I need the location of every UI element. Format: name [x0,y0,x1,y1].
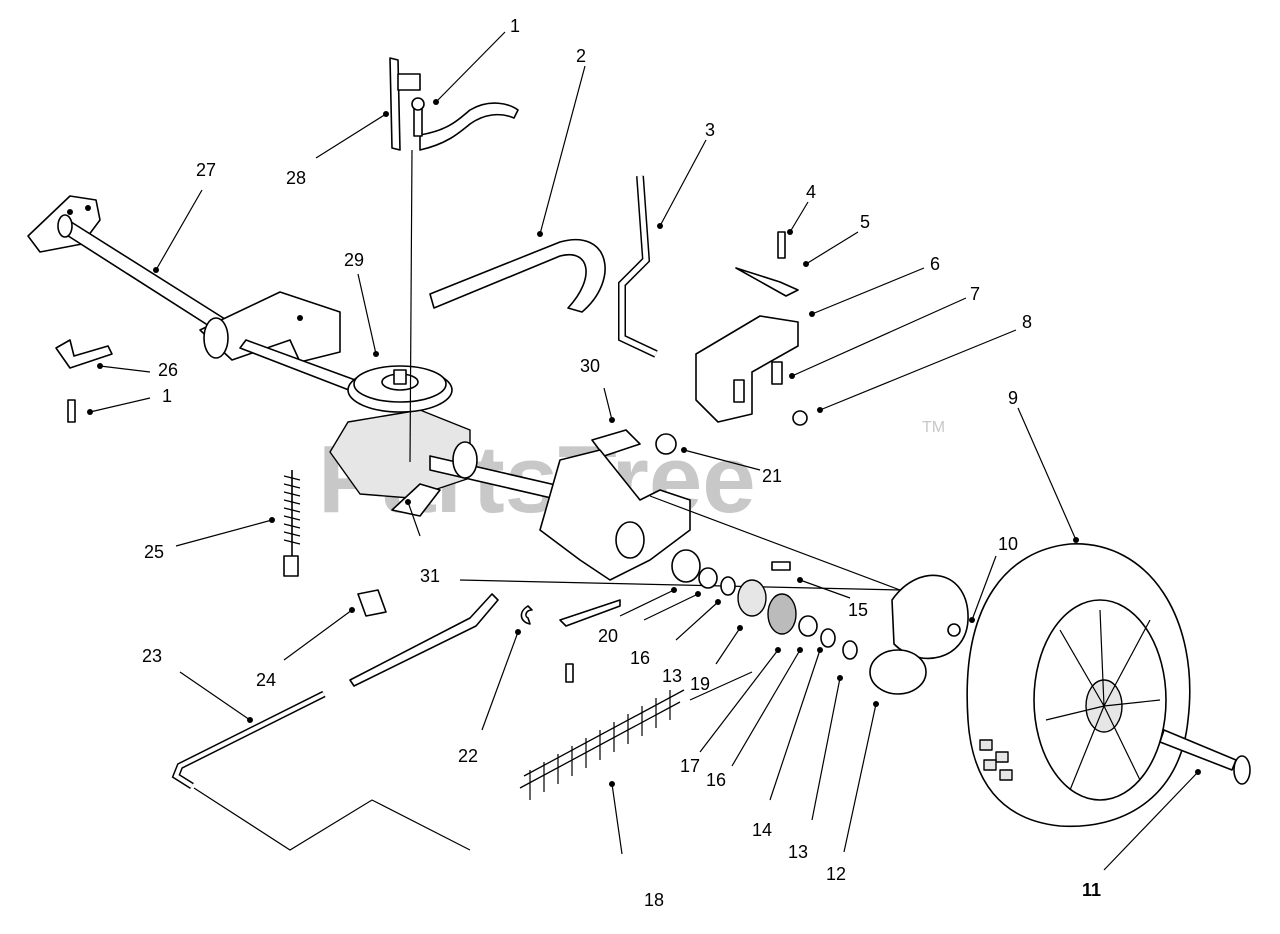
part-9-wheel [966,543,1191,828]
callout-1-top: 1 [510,16,520,36]
callout-17: 17 [680,756,700,776]
callout-2: 2 [576,46,586,66]
callout-21: 21 [762,466,782,486]
callout-1-left: 1 [162,386,172,406]
callout-23: 23 [142,646,162,666]
callout-26: 26 [158,360,178,380]
callout-8: 8 [1022,312,1032,332]
callout-15: 15 [848,600,868,620]
watermark-trademark: TM [922,419,945,436]
callout-9: 9 [1008,388,1018,408]
callout-29: 29 [344,250,364,270]
part-27-axle-rod [27,195,237,339]
callout-14: 14 [752,820,772,840]
callout-6: 6 [930,254,940,274]
callout-13-lower: 13 [788,842,808,862]
callout-16-lower: 16 [706,770,726,790]
part-29-gearbox-pulley [239,339,561,501]
part-2-drive-belt [429,239,606,313]
part-10-12-hubcap [869,574,969,695]
callout-25: 25 [144,542,164,562]
part-28-shift-lever [389,57,519,463]
part-25-spring [283,470,301,577]
callout-4: 4 [806,182,816,202]
part-24-23-22-18 [171,589,753,851]
callout-20: 20 [598,626,618,646]
callout-31: 31 [420,566,440,586]
callout-24: 24 [256,670,276,690]
callout-5: 5 [860,212,870,232]
callout-12: 12 [826,864,846,884]
part-4-5-screw-clip [735,231,799,297]
part-7-8-bolt-washer [771,361,808,426]
callout-18: 18 [644,890,664,910]
part-11-axle-bolt [1159,729,1251,785]
callout-22: 22 [458,746,478,766]
part-axle-bracket [199,291,341,363]
callout-30: 30 [580,356,600,376]
callout-13-upper: 13 [662,666,682,686]
leader-lines [87,31,1201,871]
callout-7: 7 [970,284,980,304]
callout-19: 19 [690,674,710,694]
part-3-control-rod [618,175,658,358]
callout-16-upper: 16 [630,648,650,668]
callout-11: 11 [1082,880,1101,900]
callout-27: 27 [196,160,216,180]
part-washers-gears [671,549,858,660]
part-31-shift-fork [391,483,441,517]
part-6-bracket [695,315,799,423]
part-26-bracket [55,339,113,423]
callout-28: 28 [286,168,306,188]
part-30-block [591,429,677,457]
part-housing-plate [459,449,901,591]
callout-labels: 1 2 3 4 5 6 7 8 9 10 11 12 13 13 14 15 1… [142,16,1101,910]
callout-10: 10 [998,534,1018,554]
callout-3: 3 [705,120,715,140]
